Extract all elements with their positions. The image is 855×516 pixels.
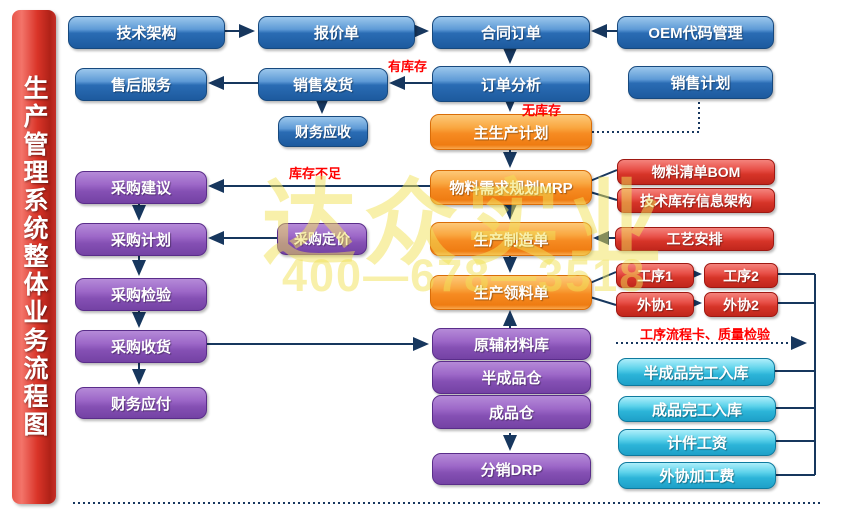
- node-purchase-pricing: 采购定价: [277, 223, 367, 255]
- node-sales-plan: 销售计划: [628, 66, 773, 99]
- node-outsource1: 外协1: [616, 292, 694, 317]
- node-master-production-plan: 主生产计划: [430, 114, 592, 150]
- node-purchase-suggestion: 采购建议: [75, 171, 207, 204]
- node-purchase-plan: 采购计划: [75, 223, 207, 256]
- title-banner: 生产管理系统整体业务流程图: [12, 10, 56, 504]
- solid-arrows: [132, 24, 702, 451]
- label-has-stock: 有库存: [388, 59, 428, 74]
- node-outsource2: 外协2: [704, 292, 778, 317]
- node-purchase-inspection: 采购检验: [75, 278, 207, 311]
- node-sales-delivery: 销售发货: [258, 68, 388, 101]
- node-bom: 物料清单BOM: [617, 159, 775, 185]
- node-quotation: 报价单: [258, 16, 415, 49]
- node-tech-inventory-info: 技术库存信息架构: [617, 188, 775, 213]
- label-process-card-qc: 工序流程卡、质量检验: [640, 327, 771, 342]
- node-finance-receivable: 财务应收: [278, 116, 368, 147]
- node-process2: 工序2: [704, 263, 778, 288]
- label-insufficient-stock: 库存不足: [289, 166, 342, 181]
- plain-lines: [589, 169, 816, 476]
- node-finance-payable: 财务应付: [75, 387, 207, 419]
- node-oem-code-mgmt: OEM代码管理: [617, 16, 774, 49]
- node-order-analysis: 订单分析: [432, 66, 590, 102]
- node-raw-material-store: 原辅材料库: [432, 328, 591, 360]
- node-process-arrangement: 工艺安排: [615, 227, 774, 251]
- node-semi-finished-in: 半成品完工入库: [617, 358, 775, 386]
- node-material-requisition: 生产领料单: [430, 275, 592, 310]
- node-piece-wage: 计件工资: [618, 429, 776, 456]
- node-process1: 工序1: [616, 263, 694, 288]
- node-semi-finished-store: 半成品仓: [432, 361, 591, 394]
- node-contract-order: 合同订单: [432, 16, 590, 49]
- node-production-order: 生产制造单: [430, 222, 592, 256]
- dotted-lines: [73, 97, 820, 504]
- node-mrp: 物料需求规划MRP: [430, 170, 592, 205]
- node-purchase-receiving: 采购收货: [75, 330, 207, 363]
- page-title: 生产管理系统整体业务流程图: [20, 75, 48, 439]
- node-drp: 分销DRP: [432, 453, 591, 485]
- node-outsource-fee: 外协加工费: [618, 462, 776, 489]
- node-finished-in: 成品完工入库: [618, 396, 776, 422]
- node-tech-architecture: 技术架构: [68, 16, 225, 49]
- node-finished-store: 成品仓: [432, 395, 591, 429]
- label-no-stock: 无库存: [522, 103, 562, 118]
- node-after-sales: 售后服务: [75, 68, 207, 101]
